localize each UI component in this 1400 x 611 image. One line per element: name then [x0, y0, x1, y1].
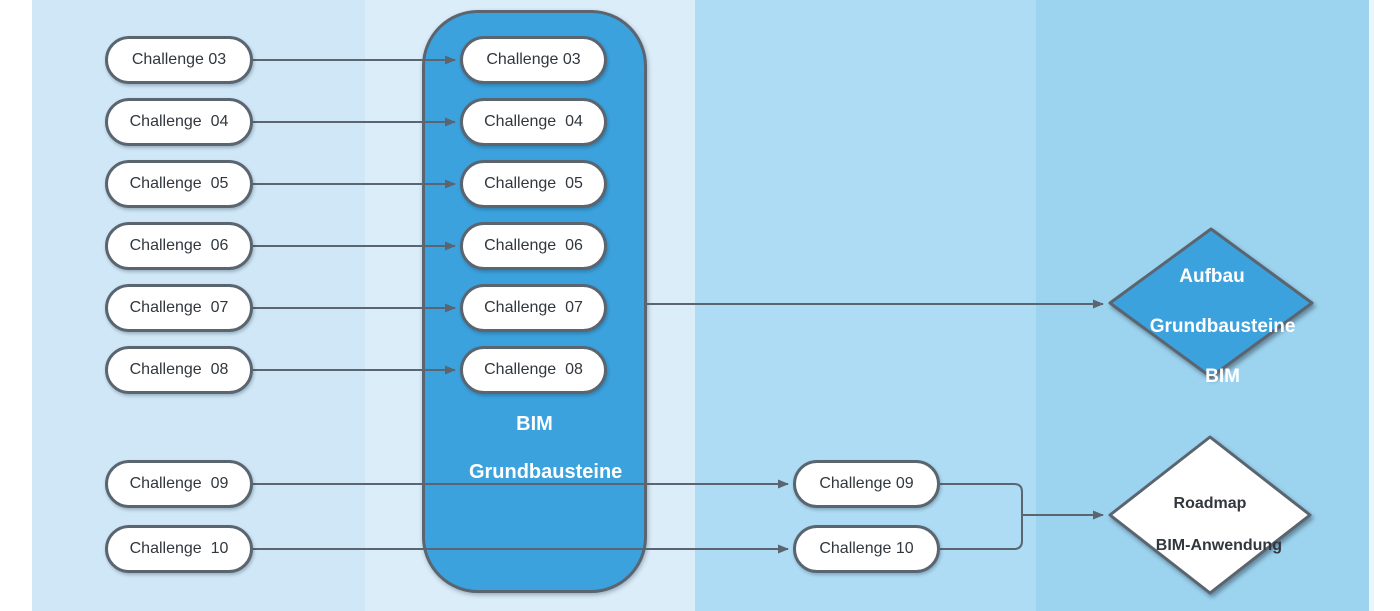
left-pill-challenge-04: Challenge 04: [105, 98, 253, 146]
background-band-3: [695, 0, 1036, 611]
left-pill-challenge-05: Challenge 05: [105, 160, 253, 208]
container-pill-challenge-03: Challenge 03: [460, 36, 607, 84]
container-pill-challenge-07: Challenge 07: [460, 284, 607, 332]
roadmap-line-2: BIM-Anwendung: [1155, 537, 1282, 554]
left-pill-challenge-03: Challenge 03: [105, 36, 253, 84]
container-pill-challenge-04: Challenge 04: [460, 98, 607, 146]
left-pill-challenge-10: Challenge 10: [105, 525, 253, 573]
container-pill-challenge-06: Challenge 06: [460, 222, 607, 270]
container-title-line-1: BIM: [516, 413, 553, 435]
left-pill-challenge-08: Challenge 08: [105, 346, 253, 394]
left-pill-challenge-07: Challenge 07: [105, 284, 253, 332]
aufbau-diamond-label: Aufbau Grundbausteine BIM: [1111, 264, 1313, 389]
roadmap-line-1: Roadmap: [1173, 495, 1247, 512]
left-pill-challenge-06: Challenge 06: [105, 222, 253, 270]
background-band-5: [1369, 0, 1374, 611]
left-pill-challenge-09: Challenge 09: [105, 460, 253, 508]
container-pill-challenge-05: Challenge 05: [460, 160, 607, 208]
aufbau-line-1: Aufbau: [1179, 266, 1245, 287]
bim-grundbausteine-title: BIM Grundbausteine: [422, 412, 647, 484]
mid-pill-challenge-10: Challenge 10: [793, 525, 940, 573]
container-pill-challenge-08: Challenge 08: [460, 346, 607, 394]
aufbau-line-2: Grundbausteine: [1149, 316, 1296, 337]
container-title-line-2: Grundbausteine: [468, 461, 623, 483]
roadmap-diamond-label: Roadmap BIM-Anwendung: [1110, 493, 1310, 556]
mid-pill-challenge-09: Challenge 09: [793, 460, 940, 508]
aufbau-line-3: BIM: [1205, 366, 1240, 387]
